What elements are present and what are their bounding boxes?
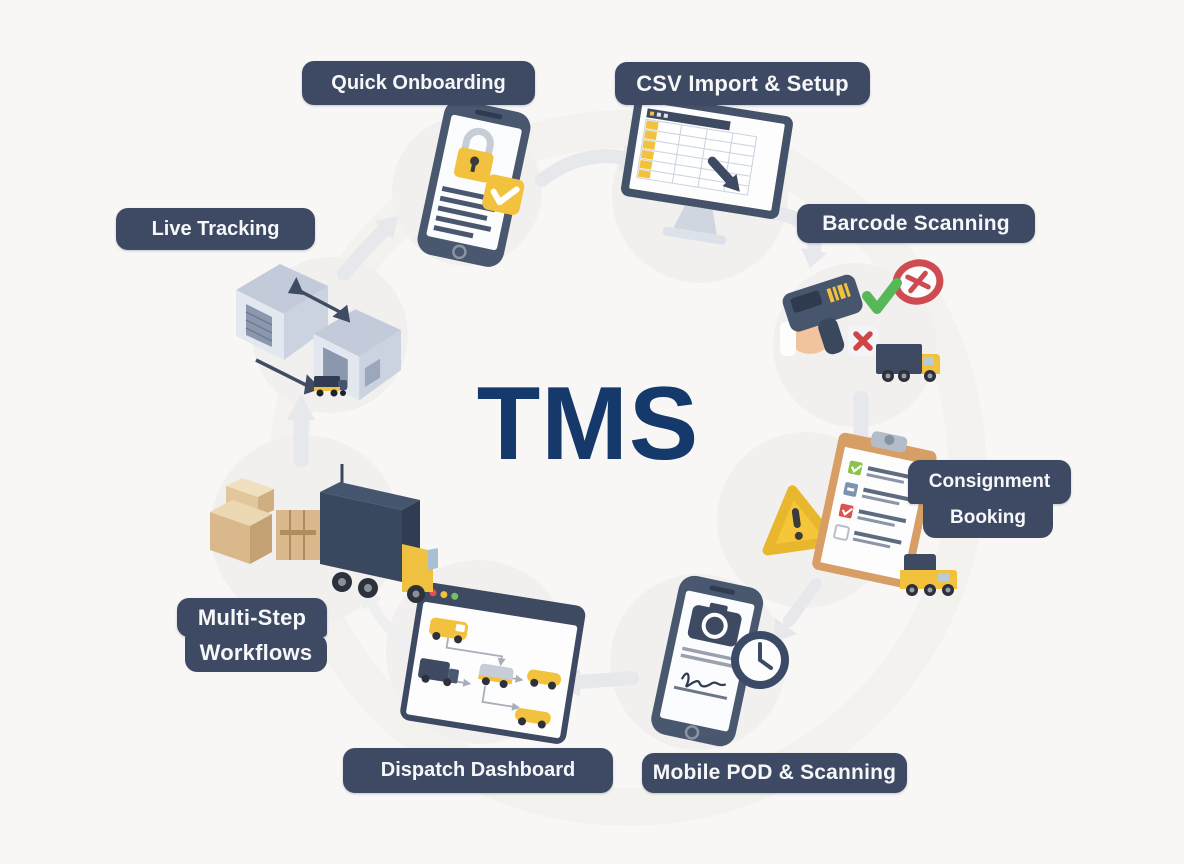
arrow-clipboard-to-phone <box>783 578 822 627</box>
truck-loading-boxes-icon <box>210 464 438 603</box>
transfer-arrow <box>287 277 351 323</box>
clipboard <box>812 431 937 588</box>
stage-label-barcode-scanning: Barcode Scanning <box>797 204 1035 243</box>
monitor-spreadsheet-icon <box>620 98 793 245</box>
green-check <box>862 278 902 314</box>
warning-triangle <box>762 485 838 556</box>
lock-shackle <box>461 127 494 156</box>
truck <box>320 464 438 603</box>
stage-label-dispatch-dashboard: Dispatch Dashboard <box>343 748 613 793</box>
arrow-phone-to-dashboard <box>573 671 639 689</box>
car-yellow-bottom <box>514 708 551 729</box>
car-yellow-right <box>527 669 562 690</box>
stage-label-csv-import-setup: CSV Import & Setup <box>615 62 870 105</box>
stage-label-mobile-pod-scanning: Mobile POD & Scanning <box>642 753 907 793</box>
dashboard-vehicles-icon <box>400 583 586 744</box>
check-badge <box>482 174 525 216</box>
stage-label-consignment-booking-line1: Consignment <box>908 460 1071 504</box>
phone-camera-signature-clock-icon <box>651 575 789 747</box>
truck-dark <box>418 658 460 687</box>
barcode-scanner-icon <box>780 259 944 382</box>
tiny-truck <box>314 376 347 397</box>
arrow-warehouse-to-phone <box>337 223 391 281</box>
small-truck <box>876 344 940 382</box>
stage-label-quick-onboarding: Quick Onboarding <box>302 61 535 105</box>
warehouse-front <box>313 309 401 401</box>
scanner-body <box>782 274 863 355</box>
center-title: TMS <box>476 366 700 482</box>
clipboard-checklist-icon <box>762 431 957 596</box>
import-arrow <box>707 156 740 192</box>
signature <box>680 672 727 688</box>
stage-label-multi-step-workflows-line2: Workflows <box>185 634 327 672</box>
red-x-card <box>848 326 878 356</box>
clock-icon <box>731 631 789 689</box>
van-gray <box>478 663 514 689</box>
stage-label-consignment-booking-line2: Booking <box>923 497 1053 538</box>
warehouse-back <box>236 264 328 360</box>
phone-lock-check-icon <box>417 99 531 267</box>
stage-label-multi-step-workflows-line1: Multi-Step <box>177 598 327 637</box>
stage-label-live-tracking: Live Tracking <box>116 208 315 250</box>
arrow-phone-to-monitor <box>535 149 629 187</box>
small-truck <box>900 554 957 596</box>
warehouses-tracking-icon <box>236 264 401 401</box>
camera-glyph <box>687 602 742 647</box>
route-arrow <box>255 358 322 395</box>
checklist <box>833 460 916 549</box>
cardboard-boxes <box>210 478 320 564</box>
van-yellow <box>429 617 469 644</box>
